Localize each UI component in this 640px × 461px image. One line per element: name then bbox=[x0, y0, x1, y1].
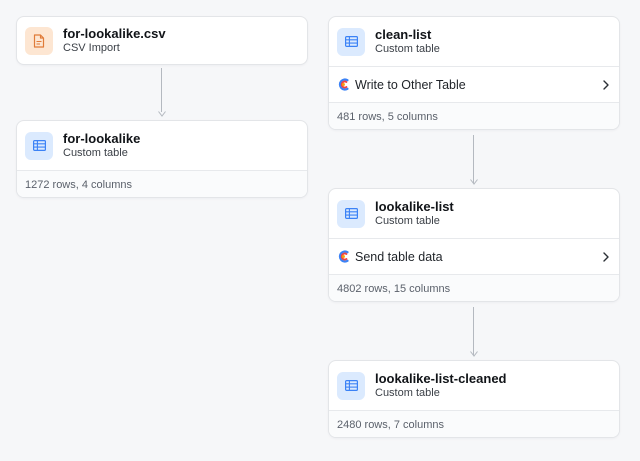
chevron-right-icon bbox=[603, 79, 609, 90]
node-lookalike-list-cleaned[interactable]: lookalike-list-cleaned Custom table 2480… bbox=[328, 360, 620, 438]
table-icon bbox=[337, 371, 365, 400]
table-icon bbox=[337, 27, 365, 56]
node-header[interactable]: lookalike-list Custom table bbox=[329, 189, 619, 238]
node-header[interactable]: for-lookalike.csv CSV Import bbox=[17, 17, 307, 64]
node-footer: 4802 rows, 15 columns bbox=[329, 274, 619, 301]
node-csv-import[interactable]: for-lookalike.csv CSV Import bbox=[16, 16, 308, 65]
row-column-count: 4802 rows, 15 columns bbox=[337, 282, 451, 295]
node-title: for-lookalike bbox=[63, 130, 141, 146]
node-header[interactable]: lookalike-list-cleaned Custom table bbox=[329, 361, 619, 410]
node-header[interactable]: for-lookalike Custom table bbox=[17, 121, 307, 170]
row-column-count: 1272 rows, 4 columns bbox=[25, 178, 132, 191]
arrow-down-icon bbox=[469, 179, 478, 185]
action-send-table-data[interactable]: Send table data bbox=[329, 238, 619, 274]
table-icon bbox=[337, 199, 365, 228]
node-footer: 2480 rows, 7 columns bbox=[329, 410, 619, 437]
integration-logo-icon bbox=[338, 250, 349, 263]
node-subtitle: Custom table bbox=[63, 147, 128, 160]
node-footer: 1272 rows, 4 columns bbox=[17, 170, 307, 197]
connector-line bbox=[161, 68, 162, 112]
integration-logo-icon bbox=[338, 78, 349, 91]
node-for-lookalike[interactable]: for-lookalike Custom table 1272 rows, 4 … bbox=[16, 120, 308, 198]
node-title: for-lookalike.csv bbox=[63, 25, 166, 41]
row-column-count: 2480 rows, 7 columns bbox=[337, 418, 444, 431]
connector-line bbox=[473, 135, 474, 183]
node-subtitle: Custom table bbox=[375, 387, 440, 400]
action-label: Send table data bbox=[355, 249, 443, 264]
node-header[interactable]: clean-list Custom table bbox=[329, 17, 619, 66]
node-title: clean-list bbox=[375, 26, 432, 42]
action-write-to-other-table[interactable]: Write to Other Table bbox=[329, 66, 619, 102]
csv-file-icon bbox=[25, 26, 53, 55]
action-label: Write to Other Table bbox=[355, 77, 466, 92]
node-subtitle: CSV Import bbox=[63, 42, 120, 55]
node-clean-list[interactable]: clean-list Custom table Write to Other T… bbox=[328, 16, 620, 130]
chevron-right-icon bbox=[603, 251, 609, 262]
node-subtitle: Custom table bbox=[375, 43, 440, 56]
arrow-down-icon bbox=[157, 111, 166, 117]
node-lookalike-list[interactable]: lookalike-list Custom table Send table d… bbox=[328, 188, 620, 302]
node-title: lookalike-list bbox=[375, 198, 454, 214]
row-column-count: 481 rows, 5 columns bbox=[337, 110, 438, 123]
node-footer: 481 rows, 5 columns bbox=[329, 102, 619, 129]
node-subtitle: Custom table bbox=[375, 215, 440, 228]
table-icon bbox=[25, 131, 53, 160]
arrow-down-icon bbox=[469, 351, 478, 357]
node-title: lookalike-list-cleaned bbox=[375, 370, 507, 386]
connector-line bbox=[473, 307, 474, 355]
